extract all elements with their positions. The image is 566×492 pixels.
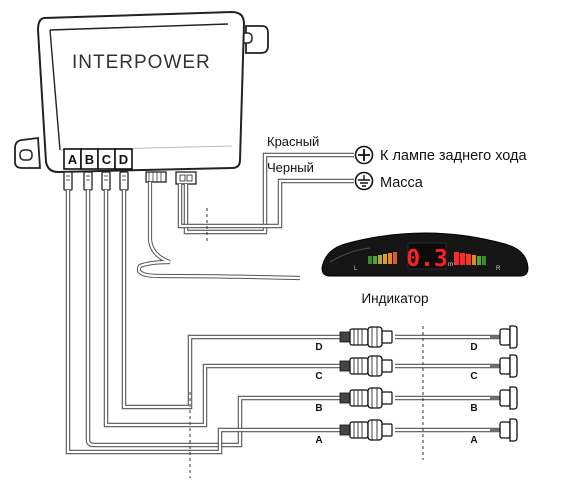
sensor-letter-right: C <box>470 371 477 382</box>
port-c-label: C <box>97 148 116 170</box>
harness-connector <box>339 326 393 348</box>
indicator-left-mark: L <box>354 266 358 272</box>
port-a-label: A <box>63 148 82 170</box>
sensor-letter-right: B <box>470 403 477 414</box>
indicator-digits: 0.3 <box>406 246 448 272</box>
sensor-icon <box>490 386 518 410</box>
cable-d <box>121 190 340 410</box>
harness-connector <box>339 419 393 441</box>
svg-text:C: C <box>102 152 112 167</box>
brand-text: INTERPOWER <box>72 52 211 73</box>
plus-target-label: К лампе заднего хода <box>380 148 528 164</box>
indicator-display: 0.3 m L R <box>321 232 529 277</box>
svg-text:B: B <box>85 152 94 167</box>
ground-target-label: Масса <box>380 175 424 191</box>
sensor-letter-left: C <box>315 371 322 382</box>
ground-icon <box>354 171 374 191</box>
control-unit: INTERPOWER <box>14 10 269 174</box>
harness-connector <box>339 387 393 409</box>
sensor-icon <box>490 325 518 349</box>
indicator-unit: m <box>448 262 453 268</box>
sensor-letter-right: D <box>470 342 477 353</box>
sensor-letter-left: B <box>315 403 322 414</box>
indicator-plug <box>145 171 167 183</box>
sensor-letter-left: A <box>315 435 322 446</box>
black-wire-label: Черный <box>267 160 314 175</box>
indicator-right-mark: R <box>496 266 501 272</box>
harness-connector <box>339 355 393 377</box>
sensor-icon <box>490 354 518 378</box>
port-d-label: D <box>114 148 133 170</box>
indicator-caption: Индикатор <box>361 291 428 306</box>
sensor-wires <box>65 190 500 455</box>
power-plug <box>175 171 197 185</box>
svg-text:D: D <box>119 152 128 167</box>
power-wires <box>177 152 354 242</box>
port-b-label: B <box>80 148 99 170</box>
sensor-letter-left: D <box>315 342 322 353</box>
svg-text:A: A <box>68 152 78 167</box>
sensor-letter-right: A <box>470 435 477 446</box>
indicator-cable <box>136 182 301 281</box>
port-labels: A B C D <box>63 148 133 170</box>
brand-logo: INTERPOWER <box>72 52 211 73</box>
plus-terminal-icon <box>354 145 374 165</box>
red-wire-label: Красный <box>267 134 319 149</box>
sensor-plugs <box>63 171 129 191</box>
sensor-icon <box>490 418 518 442</box>
